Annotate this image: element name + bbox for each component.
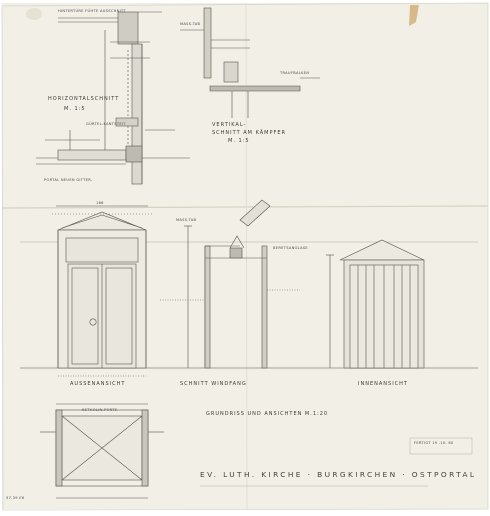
vestibule-section [160, 199, 300, 369]
label-detail-note: GÜRTEL-KANTSTEIT [86, 122, 126, 126]
label-section-vestibule: SCHNITT WINDFANG [180, 381, 247, 387]
horizontal-section-detail [36, 11, 190, 185]
stamp-text: FERTIGT 19 .10. 60 [414, 441, 454, 445]
floor-plan [40, 403, 164, 499]
label-vertical-section-1: VERTIKAL- [212, 122, 247, 128]
paper-stain [26, 8, 42, 20]
label-horizontal-scale: M. 1:5 [64, 106, 86, 112]
label-horizontal-section: HORIZONTALSCHNITT [48, 96, 120, 102]
inventory-number: 57.39 E6 [6, 496, 25, 500]
label-exterior-view: AUSSENANSICHT [70, 381, 126, 387]
label-bottom-note: PORTAL NEUEN GITTER- [44, 178, 93, 182]
label-plan-views: GRUNDRISS UND ANSICHTEN M.1:20 [206, 411, 329, 417]
tape-mark [409, 5, 419, 26]
label-vertical-scale: M. 1:5 [228, 138, 250, 144]
label-masstab-1: MASS-TAB [180, 22, 201, 26]
exterior-elevation [52, 211, 152, 369]
label-plan-note: KETHOLIN-PORTE [82, 408, 118, 412]
label-vertical-section-2: SCHNITT AM KÄMPFER [212, 130, 287, 136]
label-top-note: HINTERTÜRE FÜHTE AUSSCHNITT [58, 9, 126, 13]
label-interior-view: INNENANSICHT [358, 381, 408, 387]
drawing-title: EV. LUTH. KIRCHE · BURGKIRCHEN · OSTPORT… [200, 470, 477, 479]
label-masstab-2: MASS-TAB [176, 218, 197, 222]
stamp-box [409, 437, 473, 455]
fold-crease-horizontal [1, 205, 489, 209]
label-right-note: TRAUFBALKEN [280, 71, 310, 75]
label-section-note: BERETSANGLASE [273, 246, 308, 250]
vertical-section-detail [180, 7, 320, 118]
interior-elevation [326, 239, 425, 369]
label-dim-top: 186 [96, 201, 104, 205]
